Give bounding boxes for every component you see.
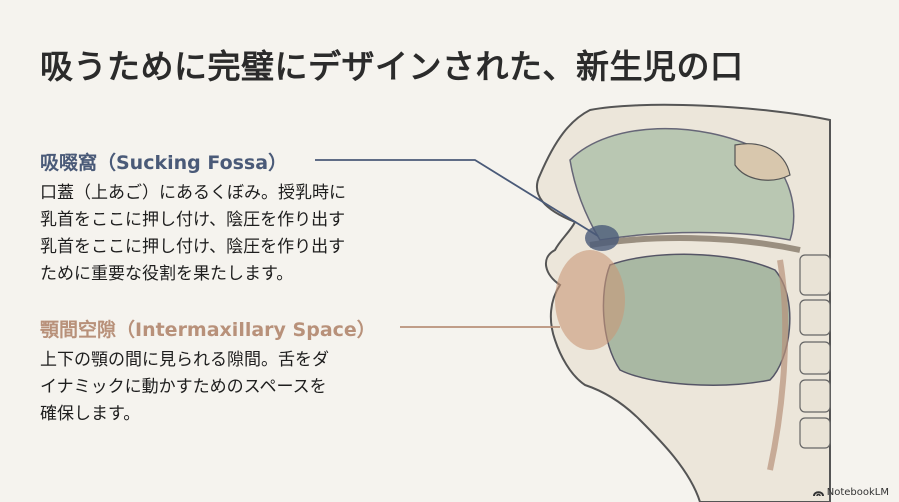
brand-label: NotebookLM [826, 487, 889, 498]
description-line: イナミックに動かすためのスペースを [40, 377, 327, 397]
brand-watermark: NotebookLM [812, 487, 889, 498]
description-line: 上下の顎の間に見られる隙間。舌をダ [40, 350, 329, 370]
pharynx [767, 259, 789, 471]
description-line: 確保します。 [40, 404, 141, 424]
description-line: ために重要な役割を果たします。 [40, 264, 294, 284]
skull-base [734, 143, 791, 181]
tongue [602, 253, 791, 386]
intermaxillary-space-marker [555, 250, 625, 350]
sucking-fossa-leader-line [315, 159, 599, 237]
intermaxillary-space-description: 上下の顎の間に見られる隙間。舌をダ イナミックに動かすためのスペースを 確保しま… [40, 347, 440, 428]
description-line: 乳首をここに押し付け、陰圧を作り出す [40, 210, 346, 230]
description-line: 口蓋（上あご）にあるくぼみ。授乳時に [40, 183, 346, 203]
vertebrae [799, 254, 831, 449]
sucking-fossa-marker [585, 225, 619, 251]
sucking-fossa-description: 口蓋（上あご）にあるくぼみ。授乳時に 乳首をここに押し付け、陰圧を作り出す 乳首… [40, 180, 440, 288]
page-title: 吸うために完璧にデザインされた、新生児の口 [40, 47, 744, 86]
notebooklm-logo-icon [812, 491, 824, 497]
intermaxillary-space-heading: 顎間空隙（Intermaxillary Space） [40, 319, 376, 341]
sucking-fossa-heading: 吸啜窩（Sucking Fossa） [40, 152, 288, 174]
description-line: 乳首をここに押し付け、陰圧を作り出す [40, 237, 346, 257]
